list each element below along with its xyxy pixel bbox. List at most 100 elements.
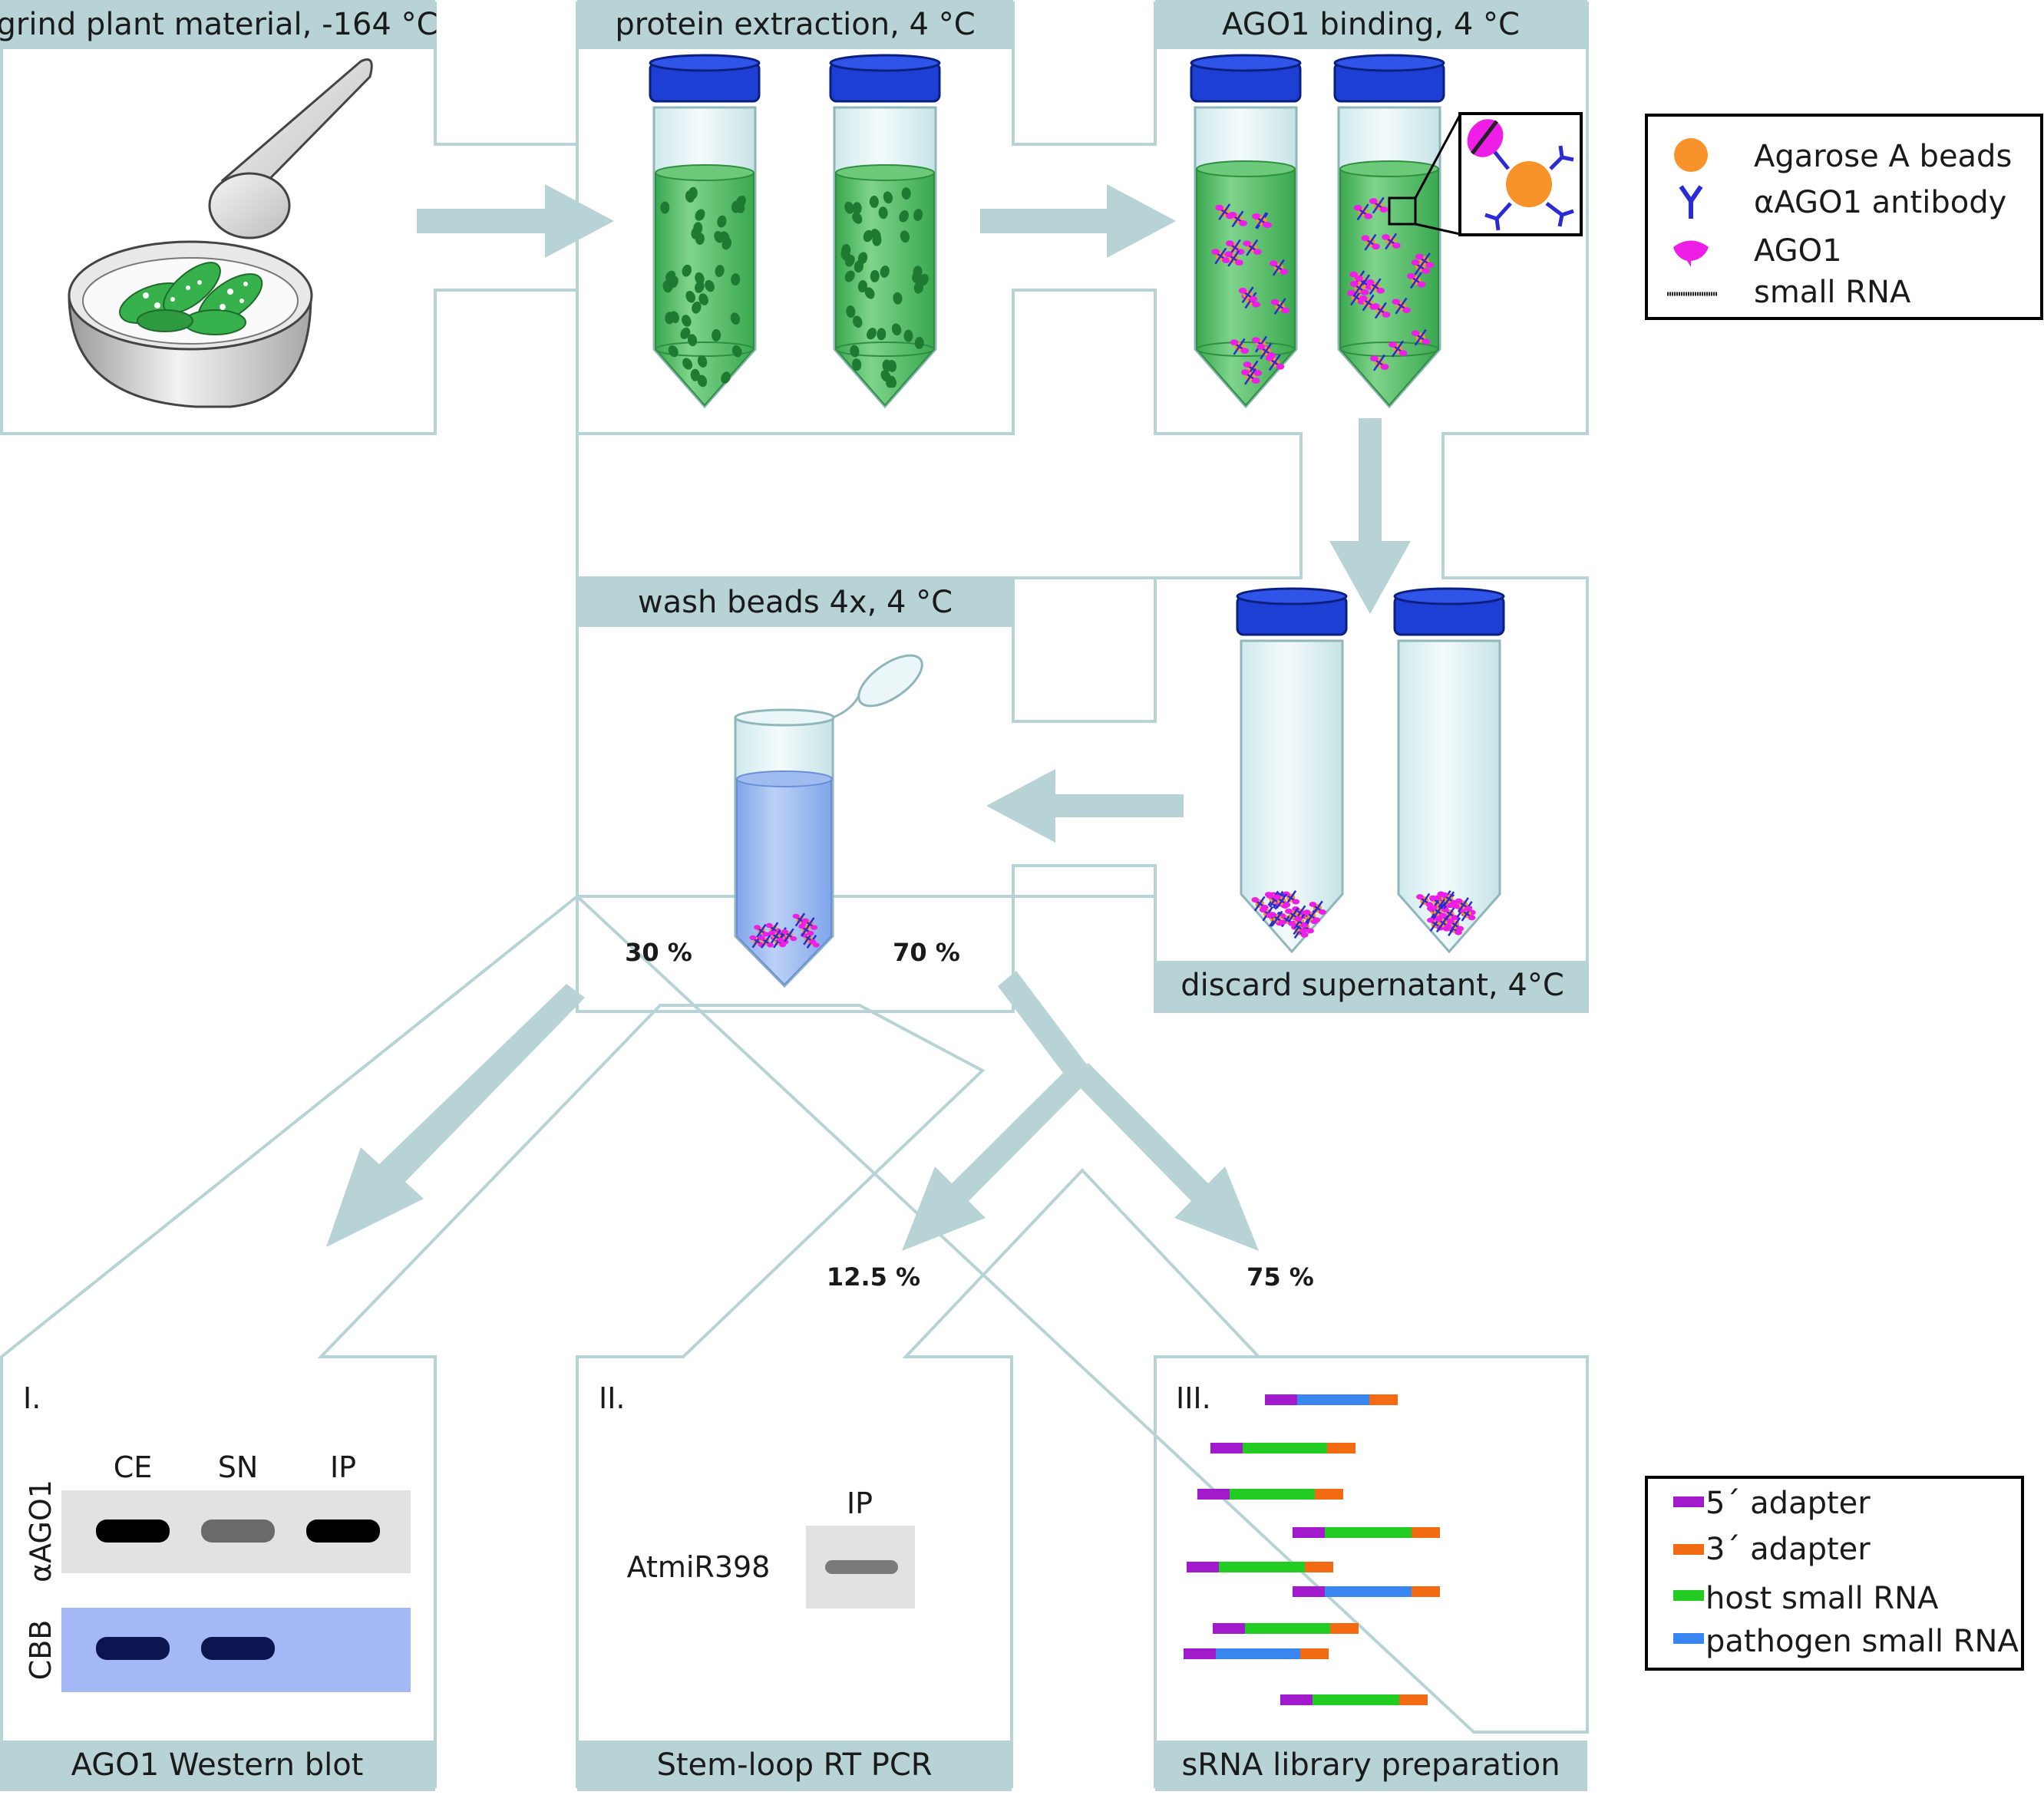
panel-ii-label: II. [599, 1381, 626, 1415]
bead-complex-icon [1411, 328, 1431, 346]
bead-complex-icon [1230, 338, 1250, 355]
step-library-title: sRNA library preparation [1181, 1747, 1560, 1783]
bead-complex-icon [1269, 910, 1286, 926]
read-insert [1243, 1443, 1327, 1453]
five-prime-adapter [1213, 1623, 1245, 1634]
percentages: 30 % 70 % 12.5 % 75 % [625, 938, 1314, 1292]
bead-complex-icon [1359, 294, 1379, 312]
header-texts: grind plant material, -164 °C protein ex… [0, 7, 1564, 1783]
lane-ce-label: CE [114, 1450, 153, 1484]
lane-ip-label: IP [330, 1450, 356, 1484]
falcon-tube-icon [829, 54, 941, 409]
library-read [1210, 1443, 1356, 1453]
falcon-tube-icon [1333, 54, 1445, 409]
cbb-band [201, 1637, 275, 1660]
bead-complex-icon [1303, 908, 1321, 924]
legend-pathogen-label: pathogen small RNA [1706, 1624, 2019, 1659]
arrow-to-western [326, 984, 585, 1247]
bead-complex-icon [1225, 239, 1245, 256]
header-bars [0, 0, 1587, 1791]
legend-top: Agarose A beads αAGO1 antibody AGO1 smal… [1645, 114, 2043, 320]
pct-library: 75 % [1247, 1262, 1314, 1292]
three-prime-adapter [1330, 1623, 1359, 1634]
bead-complex-icon [1285, 907, 1303, 923]
bead-complex-icon [1256, 342, 1276, 360]
bead-complex-icon [1365, 278, 1385, 295]
arrow-discard-to-wash [986, 769, 1184, 843]
step-western-title: AGO1 Western blot [71, 1747, 364, 1783]
five-prime-adapter [1197, 1489, 1230, 1500]
flow-outline [0, 2, 1589, 1788]
three-prime-swatch [1673, 1544, 1704, 1555]
binding-tubes [1190, 54, 1445, 409]
library-read [1265, 1394, 1398, 1405]
stemloop-panel: II. IP AtmiR398 [599, 1381, 915, 1609]
discard-tubes [1236, 587, 1505, 954]
cbb-band [96, 1637, 170, 1660]
three-prime-adapter [1369, 1394, 1398, 1405]
bead-complex-icon [1435, 915, 1452, 931]
bead-complex-icon [1406, 272, 1426, 289]
bead-complex-icon [1446, 917, 1464, 933]
falcon-tube-icon [1393, 587, 1505, 954]
read-insert [1245, 1623, 1330, 1634]
arrow-to-library [1072, 1063, 1259, 1251]
flow-arrows [326, 184, 1411, 1251]
legend-3-adapter-label: 3´ adapter [1706, 1532, 1871, 1567]
inset-bead-icon [1506, 161, 1552, 207]
arrow-extraction-to-binding [980, 184, 1176, 258]
step-grind-title: grind plant material, -164 °C [0, 7, 438, 42]
bead-complex-icon [1211, 247, 1230, 265]
bead-complex-icon [1228, 210, 1248, 228]
legend-5-adapter-label: 5´ adapter [1706, 1486, 1871, 1521]
bead-complex-icon [1269, 259, 1289, 276]
five-prime-adapter [1293, 1527, 1325, 1538]
read-insert [1216, 1648, 1300, 1659]
library-read [1184, 1648, 1329, 1659]
bead-complex-icon [758, 934, 774, 949]
five-prime-swatch [1673, 1496, 1704, 1507]
three-prime-adapter [1300, 1648, 1329, 1659]
bead-complex-icon [1243, 239, 1262, 256]
five-prime-adapter [1265, 1394, 1297, 1405]
library-read [1293, 1586, 1440, 1597]
western-blot-panel: I. CE SN IP αAGO1 CBB [23, 1381, 411, 1692]
library-read [1213, 1623, 1359, 1634]
bead-complex-icon [1224, 249, 1243, 267]
bead-complex-icon [1369, 354, 1389, 371]
bead-complex-icon [1455, 897, 1472, 913]
bead-complex-icon [754, 923, 770, 938]
arrow-grind-to-extraction [417, 184, 614, 258]
pct-pcr: 12.5 % [827, 1262, 920, 1292]
read-insert [1297, 1394, 1369, 1405]
pcr-band [825, 1560, 898, 1574]
five-prime-adapter [1184, 1648, 1216, 1659]
bead-complex-icon [781, 928, 797, 942]
falcon-tube-icon [1236, 587, 1348, 954]
three-prime-adapter [1305, 1562, 1333, 1572]
library-read [1187, 1562, 1333, 1572]
western-bands [96, 1519, 380, 1660]
panel-i-label: I. [23, 1381, 41, 1415]
panel-iii-label: III. [1176, 1381, 1211, 1415]
read-insert [1219, 1562, 1305, 1572]
three-prime-adapter [1412, 1586, 1440, 1597]
bead-complex-icon [1270, 298, 1290, 315]
library-reads [1184, 1394, 1440, 1705]
library-read [1197, 1489, 1343, 1500]
bead-complex-icon [1416, 893, 1434, 909]
legend-host-label: host small RNA [1706, 1581, 1939, 1616]
legend-bottom: 5´ adapter 3´ adapter host small RNA pat… [1645, 1476, 2024, 1671]
falcon-tube-icon [1190, 54, 1302, 409]
five-prime-adapter [1280, 1694, 1313, 1705]
blot-cbb-label: CBB [24, 1620, 58, 1681]
magenta-ago1-icon [1673, 240, 1709, 267]
read-insert [1325, 1586, 1412, 1597]
three-prime-adapter [1315, 1489, 1343, 1500]
blot-antibody-label: αAGO1 [24, 1480, 58, 1582]
bead-complex-icon [1353, 203, 1373, 221]
three-prime-adapter [1327, 1443, 1356, 1453]
bead-complex-icon [1251, 896, 1269, 912]
three-prime-adapter [1412, 1527, 1440, 1538]
